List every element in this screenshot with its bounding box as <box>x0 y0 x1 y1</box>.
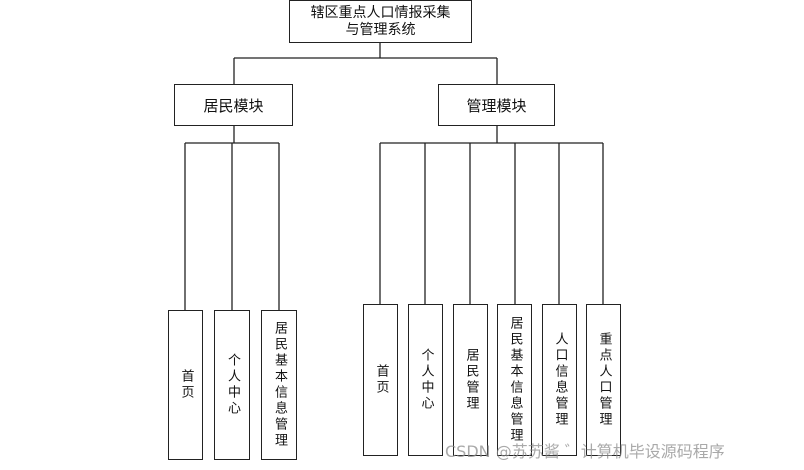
leaf-label: 居民基本信息管理 <box>507 316 523 444</box>
leaf-label: 重点人口管理 <box>596 332 612 428</box>
root-node: 辖区重点人口情报采集 与管理系统 <box>289 0 472 43</box>
module-node-admin: 管理模块 <box>438 84 555 126</box>
leaf-node: 个人中心 <box>408 304 443 456</box>
leaf-label: 居民管理 <box>463 348 479 412</box>
module-label: 管理模块 <box>466 96 527 115</box>
leaf-node: 首页 <box>168 310 203 460</box>
module-label: 居民模块 <box>203 96 264 115</box>
leaf-label: 个人中心 <box>225 353 240 417</box>
leaf-label: 首页 <box>178 369 194 401</box>
leaf-node: 人口信息管理 <box>542 304 577 456</box>
leaf-node: 个人中心 <box>214 310 250 460</box>
leaf-node: 首页 <box>363 304 398 456</box>
watermark-text: CSDN @苏苏酱 ゛计算机毕设源码程序 <box>445 442 725 461</box>
leaf-node: 居民基本信息管理 <box>261 310 297 460</box>
leaf-label: 居民基本信息管理 <box>272 321 287 449</box>
leaf-node: 居民基本信息管理 <box>497 304 532 456</box>
root-title-line-1: 辖区重点人口情报采集 <box>310 4 451 21</box>
leaf-node: 重点人口管理 <box>586 304 621 456</box>
leaf-label: 人口信息管理 <box>552 332 568 428</box>
leaf-label: 首页 <box>373 364 389 396</box>
module-node-resident: 居民模块 <box>174 84 293 126</box>
leaf-node: 居民管理 <box>453 304 488 456</box>
root-title-line-2: 与管理系统 <box>345 21 416 38</box>
leaf-label: 个人中心 <box>418 348 434 412</box>
